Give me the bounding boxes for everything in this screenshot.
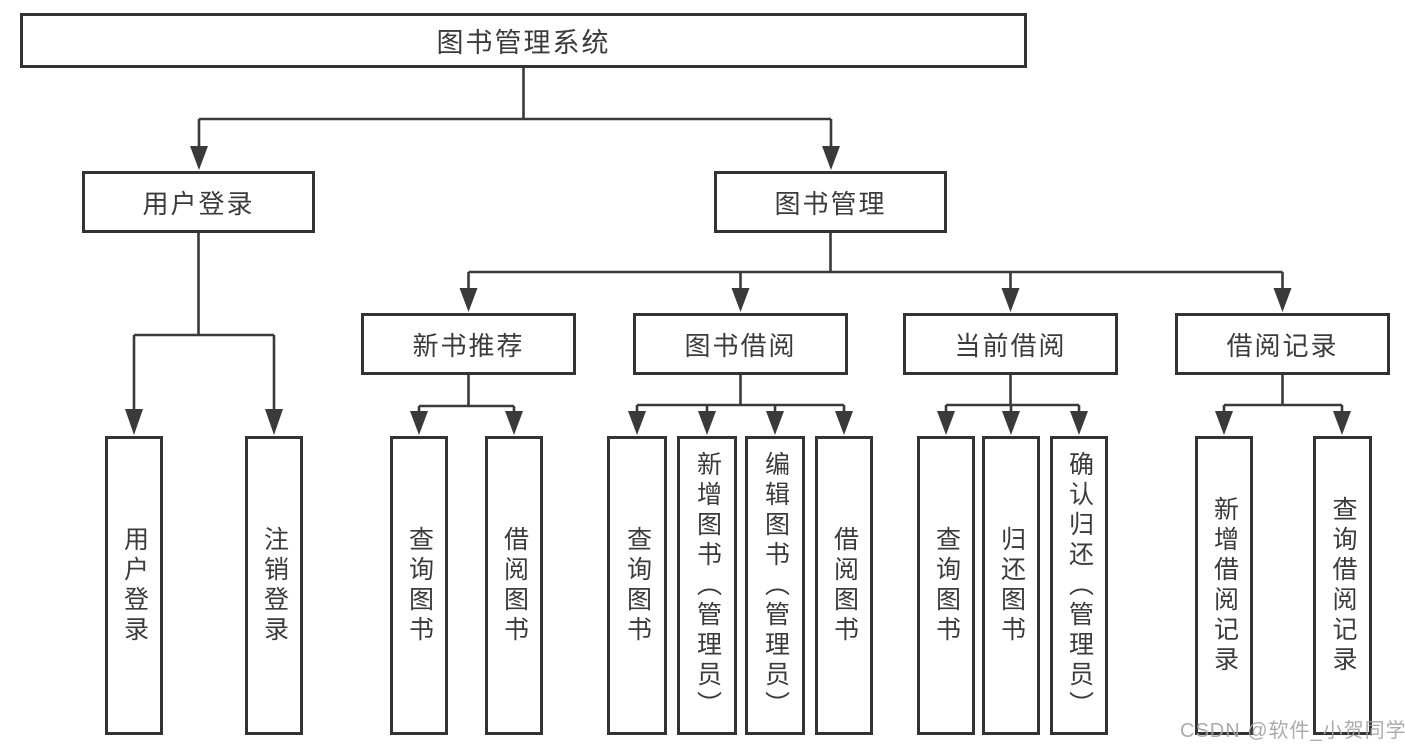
node-label: 当前借阅 bbox=[954, 330, 1067, 361]
arrowhead-down-icon bbox=[937, 411, 955, 435]
node-book-borrowing: 图书借阅 bbox=[633, 313, 848, 375]
leaf-query-books-current: 查询图书 bbox=[917, 436, 975, 735]
leaf-query-borrow-record: 查询借阅记录 bbox=[1313, 436, 1372, 735]
leaf-add-books-admin: 新增图书（管理员） bbox=[677, 436, 737, 735]
connector-current-borrow-to-leaves bbox=[937, 375, 1088, 435]
arrowhead-down-icon bbox=[1215, 411, 1233, 435]
node-label: 图书管理系统 bbox=[436, 28, 611, 58]
leaf-label: 借阅图书 bbox=[500, 525, 529, 646]
leaf-label: 编辑图书（管理员） bbox=[761, 450, 790, 721]
arrowhead-down-icon bbox=[1001, 288, 1020, 312]
node-label: 用户登录 bbox=[142, 188, 255, 219]
leaf-label: 查询借阅记录 bbox=[1329, 495, 1357, 676]
arrowhead-down-icon bbox=[822, 146, 840, 170]
leaf-label: 归还图书 bbox=[997, 525, 1026, 646]
node-borrowing-records: 借阅记录 bbox=[1175, 313, 1390, 375]
watermark: CSDN @软件_小贺同学 bbox=[1180, 720, 1405, 742]
arrowhead-down-icon bbox=[766, 411, 784, 435]
node-new-book-recommendation: 新书推荐 bbox=[361, 313, 576, 375]
node-label: 图书借阅 bbox=[684, 330, 797, 361]
leaf-logout-login: 注销登录 bbox=[245, 436, 303, 735]
arrowhead-down-icon bbox=[731, 288, 750, 312]
arrowhead-down-icon bbox=[1273, 288, 1292, 312]
leaf-edit-books-admin: 编辑图书（管理员） bbox=[745, 436, 805, 735]
leaf-label: 借阅图书 bbox=[830, 525, 859, 646]
node-label: 图书管理 bbox=[774, 188, 887, 219]
arrowhead-down-icon bbox=[1070, 411, 1088, 435]
leaf-borrow-books-recommend: 借阅图书 bbox=[485, 436, 543, 735]
connector-borrow-records-to-leaves bbox=[1215, 375, 1351, 435]
node-book-management: 图书管理 bbox=[714, 171, 947, 233]
arrowhead-down-icon bbox=[410, 411, 428, 435]
arrowhead-down-icon bbox=[505, 411, 523, 435]
leaf-label: 查询图书 bbox=[405, 525, 434, 646]
node-library-management-system: 图书管理系统 bbox=[20, 13, 1027, 68]
connector-book-borrow-to-leaves bbox=[628, 375, 853, 435]
leaf-query-books-recommend: 查询图书 bbox=[390, 436, 448, 735]
leaf-borrow-books-borrowing: 借阅图书 bbox=[815, 436, 873, 735]
arrowhead-down-icon bbox=[1002, 411, 1020, 435]
connector-root-to-level2 bbox=[190, 68, 840, 170]
arrowhead-down-icon bbox=[1333, 411, 1351, 435]
arrowhead-down-icon bbox=[459, 288, 478, 312]
leaf-user-login: 用户登录 bbox=[105, 436, 163, 735]
leaf-confirm-return-admin: 确认归还（管理员） bbox=[1050, 436, 1108, 735]
leaf-label: 用户登录 bbox=[120, 525, 149, 646]
connector-new-book-to-leaves bbox=[410, 375, 523, 435]
arrowhead-down-icon bbox=[698, 411, 716, 435]
connector-book-mgmt-to-level3 bbox=[459, 233, 1292, 312]
leaf-label: 新增借阅记录 bbox=[1210, 495, 1239, 676]
node-label: 新书推荐 bbox=[412, 330, 525, 361]
arrowhead-down-icon bbox=[835, 411, 853, 435]
node-user-login: 用户登录 bbox=[82, 171, 315, 233]
leaf-label: 新增图书（管理员） bbox=[693, 450, 722, 721]
leaf-return-books: 归还图书 bbox=[982, 436, 1040, 735]
arrowhead-down-icon bbox=[125, 409, 143, 435]
connector-user-login-to-leaves bbox=[125, 233, 283, 435]
arrowhead-down-icon bbox=[265, 409, 283, 435]
node-label: 借阅记录 bbox=[1226, 330, 1339, 361]
node-current-borrowing: 当前借阅 bbox=[903, 313, 1118, 375]
leaf-label: 确认归还（管理员） bbox=[1065, 450, 1094, 721]
leaf-label: 注销登录 bbox=[260, 525, 289, 646]
leaf-label: 查询图书 bbox=[623, 525, 652, 646]
leaf-add-borrow-record: 新增借阅记录 bbox=[1195, 436, 1253, 735]
arrowhead-down-icon bbox=[628, 411, 646, 435]
leaf-label: 查询图书 bbox=[932, 525, 961, 646]
arrowhead-down-icon bbox=[190, 146, 208, 170]
leaf-query-books-borrowing: 查询图书 bbox=[607, 436, 667, 735]
